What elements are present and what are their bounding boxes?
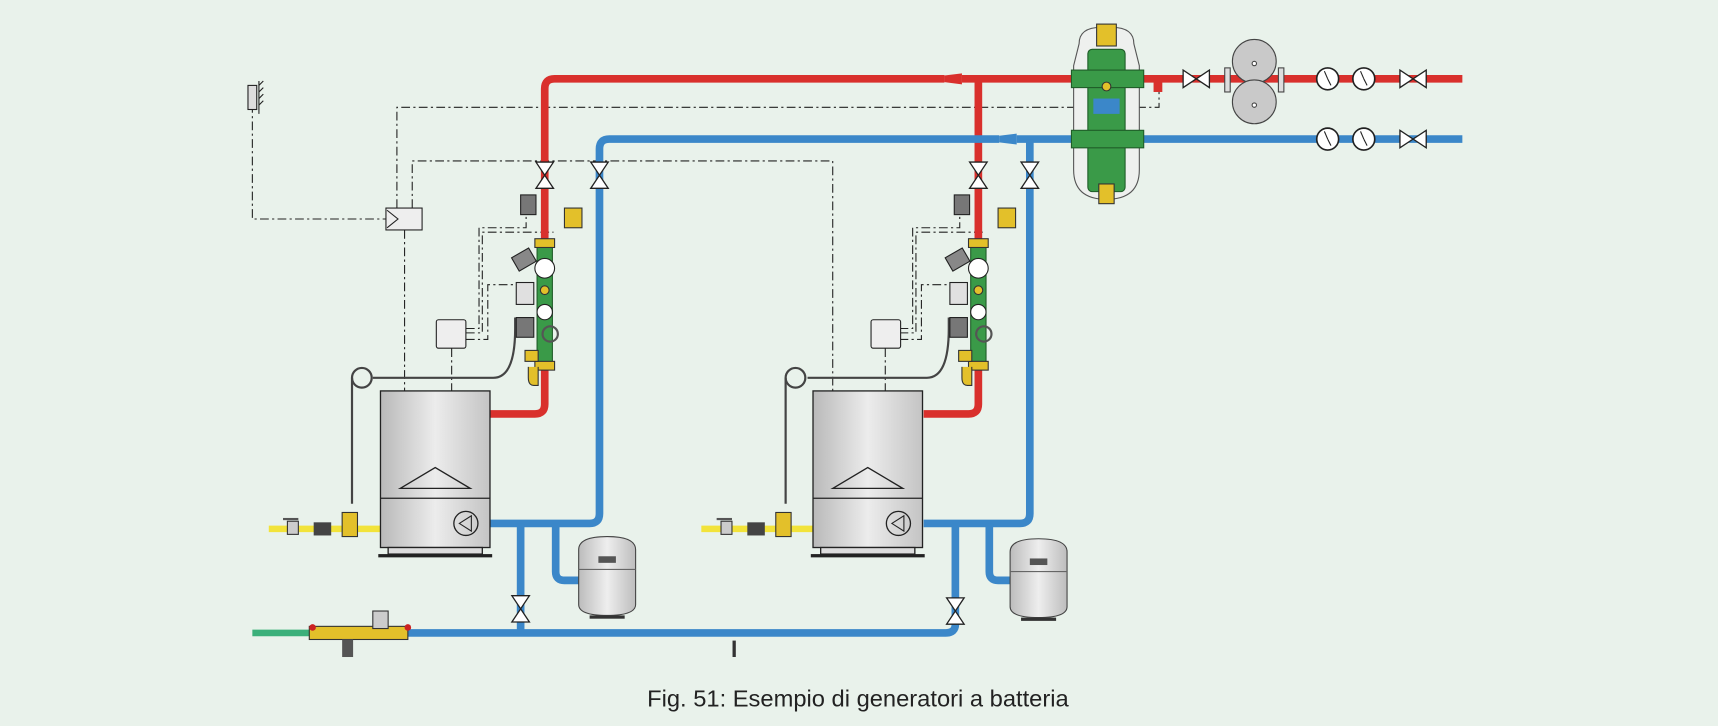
outdoor-sensor-icon xyxy=(247,80,264,114)
controller-icon xyxy=(385,207,423,231)
twin-pump-icon xyxy=(1224,38,1285,125)
return-pipes xyxy=(334,135,1463,637)
shutoff-valve-icon xyxy=(511,69,1427,625)
filling-group-icon xyxy=(308,610,736,658)
boiler-safety-kit-icon xyxy=(510,194,583,387)
gas-valve-icon xyxy=(283,511,792,538)
junction-box-icon xyxy=(435,319,467,349)
expansion-tank-icon xyxy=(578,536,637,620)
hydraulic-separator-icon xyxy=(1070,23,1163,205)
figure-caption: Fig. 51: Esempio di generatori a batteri… xyxy=(647,685,1069,711)
control-wiring xyxy=(251,89,1160,504)
expansion-tank-icon xyxy=(1009,538,1068,622)
boiler-1 xyxy=(377,390,493,559)
junction-box-icon xyxy=(870,319,902,349)
boiler-2 xyxy=(810,390,926,559)
boiler-safety-kit-icon xyxy=(944,194,1017,387)
